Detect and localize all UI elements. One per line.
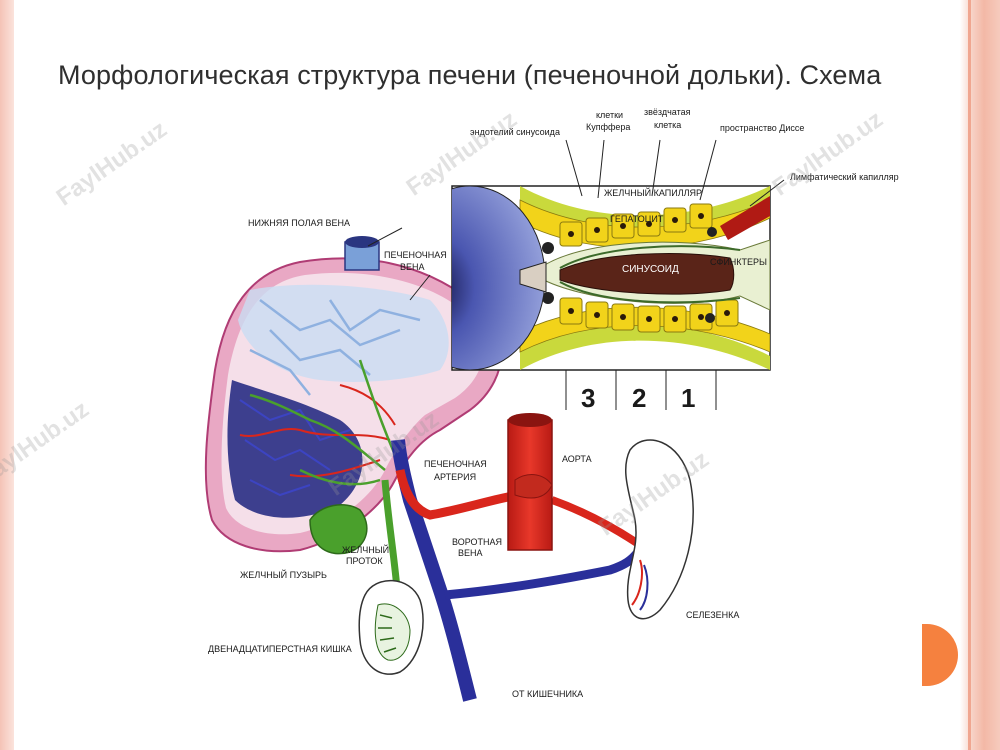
label-spleen: СЕЛЕЗЕНКА xyxy=(686,610,739,620)
label-gallbladder: ЖЕЛЧНЫЙ ПУЗЫРЬ xyxy=(240,569,327,580)
duodenum xyxy=(358,579,424,675)
label-hepatic-artery-2: АРТЕРИЯ xyxy=(434,472,476,482)
right-border xyxy=(960,0,1000,750)
label-bile-duct-1: ЖЕЛЧНЫЙ xyxy=(342,544,389,555)
splenic-artery xyxy=(550,496,643,549)
hepatic-artery xyxy=(395,469,519,520)
label-portal-vein-1: ВОРОТНАЯ xyxy=(452,537,502,547)
label-bile-duct-2: ПРОТОК xyxy=(346,556,383,566)
label-disse: пространство Диссе xyxy=(720,123,804,133)
label-stellate-1: звёздчатая xyxy=(644,107,691,117)
zone-2: 2 xyxy=(632,383,646,413)
label-ivc: НИЖНЯЯ ПОЛАЯ ВЕНА xyxy=(248,218,350,228)
label-lymph: Лимфатический капилляр xyxy=(790,172,899,182)
left-border xyxy=(0,0,14,750)
label-aorta: АОРТА xyxy=(562,454,592,464)
label-kupffer-1: клетки xyxy=(596,110,623,120)
splenic-vein xyxy=(444,549,642,600)
zone-3: 3 xyxy=(581,383,595,413)
label-bile-capillary: ЖЕЛЧНЫЙ КАПИЛЛЯР xyxy=(604,187,702,198)
zone-1: 1 xyxy=(681,383,695,413)
label-sphincters: СФИНКТЕРЫ xyxy=(710,257,767,267)
aorta xyxy=(507,413,553,551)
lobule-inset xyxy=(451,185,771,410)
label-hepatic-artery-1: ПЕЧЕНОЧНАЯ xyxy=(424,459,487,469)
label-portal-vein-2: ВЕНА xyxy=(458,548,483,558)
label-hepatic-vein-1: ПЕЧЕНОЧНАЯ xyxy=(384,250,447,260)
label-duodenum: ДВЕНАДЦАТИПЕРСТНАЯ КИШКА xyxy=(208,644,352,654)
label-hepatocyte: ГЕПАТОЦИТ xyxy=(610,214,664,224)
label-from-intestine: ОТ КИШЕЧНИКА xyxy=(512,689,583,699)
slide-title: Морфологическая структура печени (печено… xyxy=(58,60,882,90)
label-stellate-2: клетка xyxy=(654,120,681,130)
label-kupffer-2: Купффера xyxy=(586,122,630,132)
spleen xyxy=(624,439,694,620)
label-endothelium: эндотелий синусоида xyxy=(470,127,560,137)
label-hepatic-vein-2: ВЕНА xyxy=(400,262,425,272)
label-sinusoid: СИНУСОИД xyxy=(622,264,679,275)
gallbladder xyxy=(309,504,368,555)
